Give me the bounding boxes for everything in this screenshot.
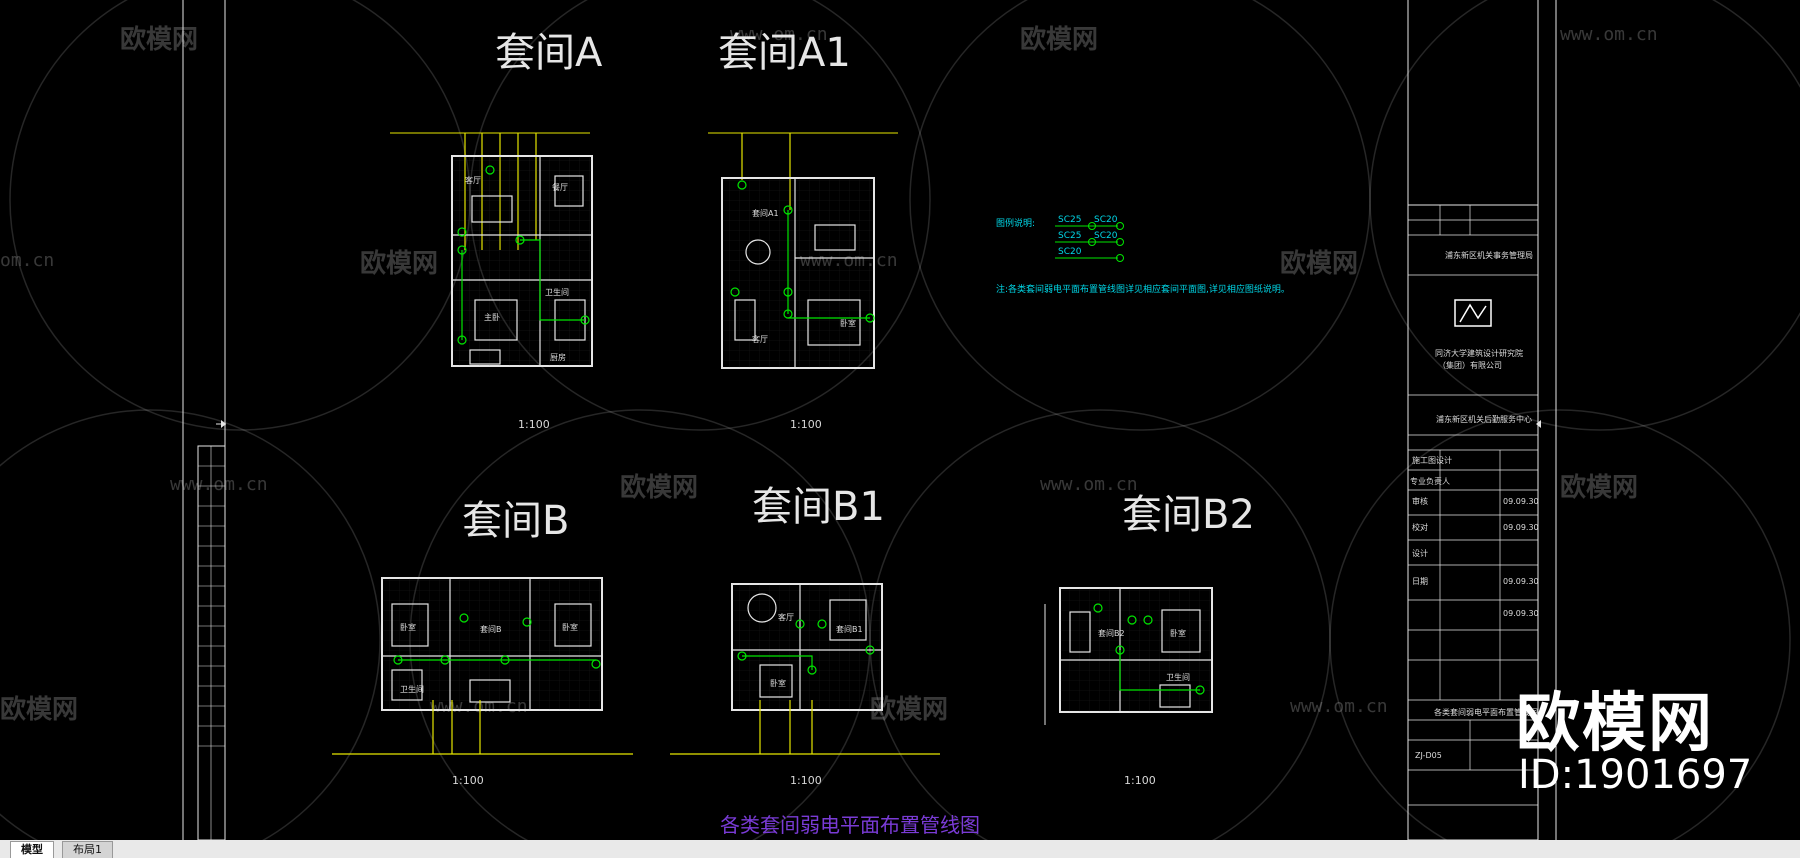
svg-text:SC20: SC20 (1094, 215, 1118, 225)
watermark-brand: 欧模网 (360, 248, 438, 279)
room-label: 卫生间 (400, 684, 424, 694)
plan-title-b1: 套间B1 (752, 484, 885, 530)
room-label: 卧室 (770, 678, 786, 688)
room-label: 厨房 (550, 352, 566, 362)
scale-b1: 1:100 (790, 774, 822, 787)
room-label: 套间B2 (1098, 628, 1125, 638)
watermark-url: www.om.cn (170, 474, 268, 495)
scale-a1: 1:100 (790, 418, 822, 431)
tb-company-1: 同济大学建筑设计研究院 (1435, 348, 1523, 358)
svg-text:SC25: SC25 (1058, 215, 1081, 225)
svg-text:09.09.30: 09.09.30 (1503, 523, 1539, 532)
room-label: 客厅 (778, 612, 794, 622)
title-block[interactable]: 浦东新区机关事务管理局 同济大学建筑设计研究院 （集团）有限公司 浦东新区机关后… (1407, 204, 1539, 841)
watermark-brand: 欧模网 (0, 694, 78, 725)
drawing-main-title: 各类套间弱电平面布置管线图 (720, 813, 980, 837)
overlay-id: ID:1901697 (1518, 752, 1753, 798)
tb-project: 浦东新区机关事务管理局 (1445, 250, 1533, 260)
svg-text:09.09.30: 09.09.30 (1503, 609, 1539, 618)
tab-layout1[interactable]: 布局1 (62, 841, 113, 858)
tb-drawing-name: 各类套间弱电平面布置管线图 (1434, 707, 1538, 717)
tb-company-2: （集团）有限公司 (1438, 360, 1502, 370)
room-label: 卫生间 (1166, 672, 1190, 682)
plan-title-a1: 套间A1 (718, 30, 851, 76)
svg-text:SC25: SC25 (1058, 231, 1081, 241)
plan-title-a: 套间A (495, 30, 603, 76)
plan-b1[interactable]: 套间B1 客厅 套间B1 卧室 1:100 (670, 484, 940, 787)
watermark-brand: 欧模网 (1280, 248, 1358, 279)
room-label: 客厅 (465, 175, 481, 185)
watermark-brand: 欧模网 (1560, 472, 1638, 503)
watermark-url: www.om.cn (730, 24, 828, 45)
svg-text:专业负责人: 专业负责人 (1410, 476, 1450, 486)
svg-text:审核: 审核 (1412, 496, 1428, 506)
drawing-note: 注:各类套间弱电平面布置管线图详见相应套间平面图,详见相应图纸说明。 (996, 283, 1290, 295)
legend-title: 图例说明: (996, 217, 1035, 229)
scale-a: 1:100 (518, 418, 550, 431)
watermark-brand: 欧模网 (120, 24, 198, 55)
tb-subproject: 浦东新区机关后勤服务中心 (1436, 414, 1532, 424)
tab-model[interactable]: 模型 (10, 841, 54, 858)
room-label: 卫生间 (545, 287, 569, 297)
room-label: 卧室 (562, 622, 578, 632)
watermark-brand: 欧模网 (870, 694, 948, 725)
watermark-url: www.om.cn (1560, 24, 1658, 45)
scale-b2: 1:100 (1124, 774, 1156, 787)
scale-b: 1:100 (452, 774, 484, 787)
room-label: 套间B1 (836, 624, 863, 634)
svg-text:施工图设计: 施工图设计 (1412, 455, 1452, 465)
svg-text:设计: 设计 (1412, 548, 1428, 558)
room-label: 卧室 (840, 318, 856, 328)
room-label: 客厅 (752, 334, 768, 344)
room-label: 餐厅 (552, 183, 568, 192)
room-label: 主卧 (484, 312, 500, 322)
svg-text:日期: 日期 (1412, 577, 1428, 586)
room-label: 套间B (480, 624, 502, 634)
layout-tab-bar: 模型 布局1 (0, 840, 1800, 858)
overlay-logo: 欧模网 (1516, 687, 1714, 761)
plan-title-b2: 套间B2 (1122, 492, 1255, 538)
room-label: 套间A1 (752, 208, 779, 218)
watermark-url: www.om.cn (1290, 696, 1388, 717)
svg-text:09.09.30: 09.09.30 (1503, 577, 1539, 586)
svg-text:校对: 校对 (1412, 522, 1428, 532)
legend: 图例说明: SC25 SC20 SC25 SC20 SC20 注:各类套间弱电平… (996, 215, 1290, 295)
watermark-url: www.om.cn (1040, 474, 1138, 495)
tb-drawing-no: ZJ-D05 (1415, 751, 1442, 760)
company-logo-icon (1454, 299, 1492, 327)
plan-a1[interactable]: 套间A1 套间A1 客厅 卧室 1:100 (708, 30, 898, 431)
svg-text:SC20: SC20 (1094, 231, 1118, 241)
svg-text:09.09.30: 09.09.30 (1503, 497, 1539, 506)
plan-a[interactable]: 套间A (390, 30, 603, 431)
svg-text:SC20: SC20 (1058, 247, 1082, 257)
watermark-url: om.cn (0, 250, 54, 271)
watermark-brand: 欧模网 (1020, 24, 1098, 55)
plan-b2[interactable]: 套间B2 套间B2 卧室 卫生间 1:100 (1044, 492, 1255, 787)
plan-b[interactable]: 套间B 卧室 卧室 套间B 卫生间 (332, 498, 633, 787)
room-label: 卧室 (1170, 628, 1186, 638)
plan-title-b: 套间B (462, 498, 569, 544)
room-label: 卧室 (400, 622, 416, 632)
watermark-brand: 欧模网 (620, 472, 698, 503)
